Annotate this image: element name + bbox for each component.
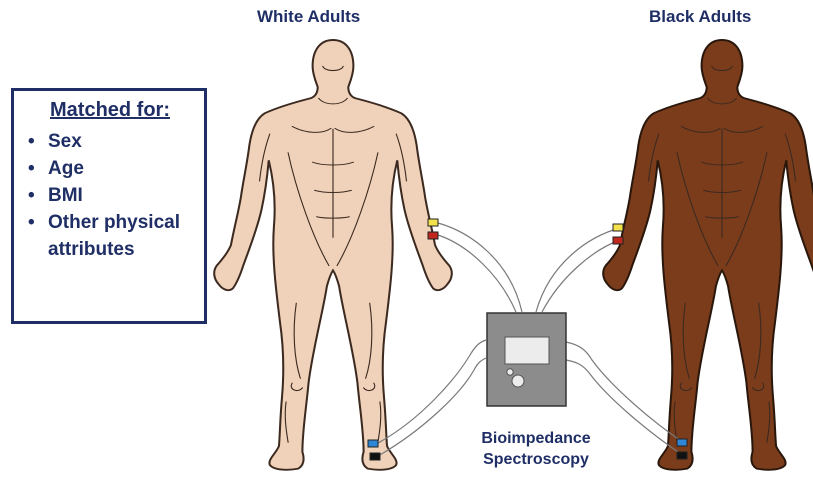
device-button-small [507,369,513,375]
matched-item-age: Age [26,155,194,182]
electrode-black-right [677,452,687,459]
matched-for-box: Matched for: Sex Age BMI Other physical … [11,88,207,324]
device-caption-line1: Bioimpedance [446,428,626,449]
electrode-black-left [370,453,380,460]
matched-for-heading: Matched for: [26,99,194,122]
matched-item-sex: Sex [26,128,194,155]
bioimpedance-device [487,313,566,406]
electrode-red-right [613,237,623,244]
electrode-blue-left [368,440,378,447]
white-adult-figure [214,40,452,470]
device-button-large [512,375,524,387]
white-adults-label: White Adults [257,7,360,27]
electrode-yellow-left [428,219,438,226]
electrode-blue-right [677,439,687,446]
electrode-yellow-right [613,224,623,231]
matched-item-bmi: BMI [26,182,194,209]
device-caption: Bioimpedance Spectroscopy [446,428,626,470]
device-screen [505,337,549,364]
black-adults-label: Black Adults [649,7,751,27]
electrode-red-left [428,232,438,239]
matched-for-list: Sex Age BMI Other physical attributes [26,128,194,263]
device-caption-line2: Spectroscopy [446,449,626,470]
matched-item-other: Other physical attributes [26,209,194,263]
